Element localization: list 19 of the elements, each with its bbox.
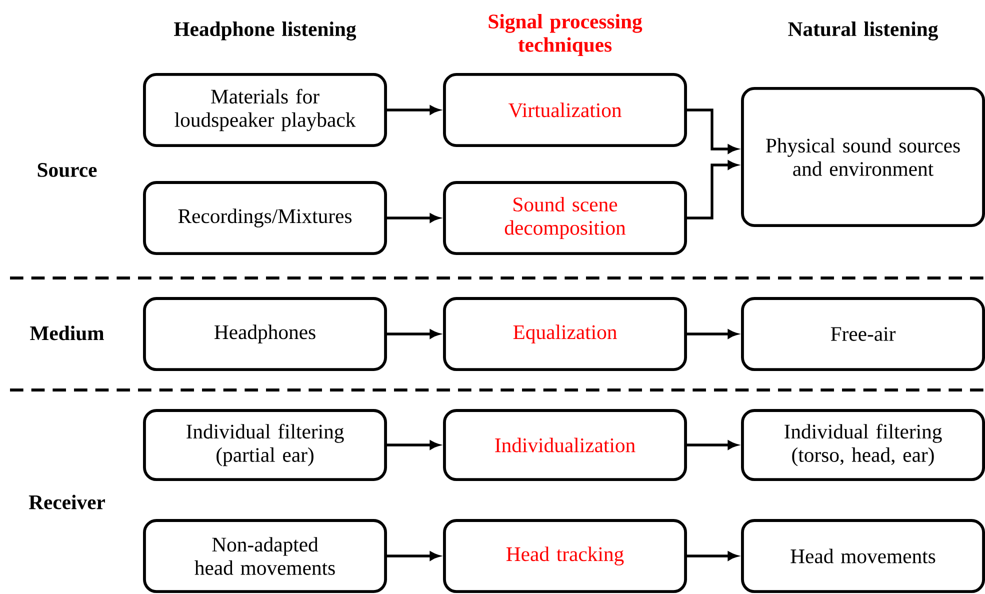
- column-heading: Headphone listening: [174, 22, 356, 40]
- row-label: Source: [38, 163, 97, 177]
- process-box: Head tracking: [443, 519, 687, 594]
- process-box: Headphones: [143, 297, 387, 371]
- process-box: Individualization: [443, 409, 687, 481]
- process-box: Sound scene decomposition: [443, 181, 687, 255]
- row-label: Receiver: [28, 494, 105, 510]
- process-box: Non-adapted head movements: [143, 519, 387, 594]
- process-box: Individual filtering (partial ear): [143, 409, 387, 481]
- row-label: Medium: [30, 326, 104, 340]
- process-box: Head movements: [741, 519, 985, 594]
- process-box: Equalization: [443, 297, 687, 371]
- process-box: Free-air: [741, 297, 985, 371]
- process-box: Physical sound sources and environment: [741, 87, 985, 227]
- process-box: Virtualization: [443, 73, 687, 147]
- process-box: Materials for loudspeaker playback: [143, 73, 387, 147]
- process-box: Recordings/Mixtures: [143, 181, 387, 255]
- process-box: Individual filtering (torso, head, ear): [741, 409, 985, 481]
- column-heading: Natural listening: [788, 22, 938, 40]
